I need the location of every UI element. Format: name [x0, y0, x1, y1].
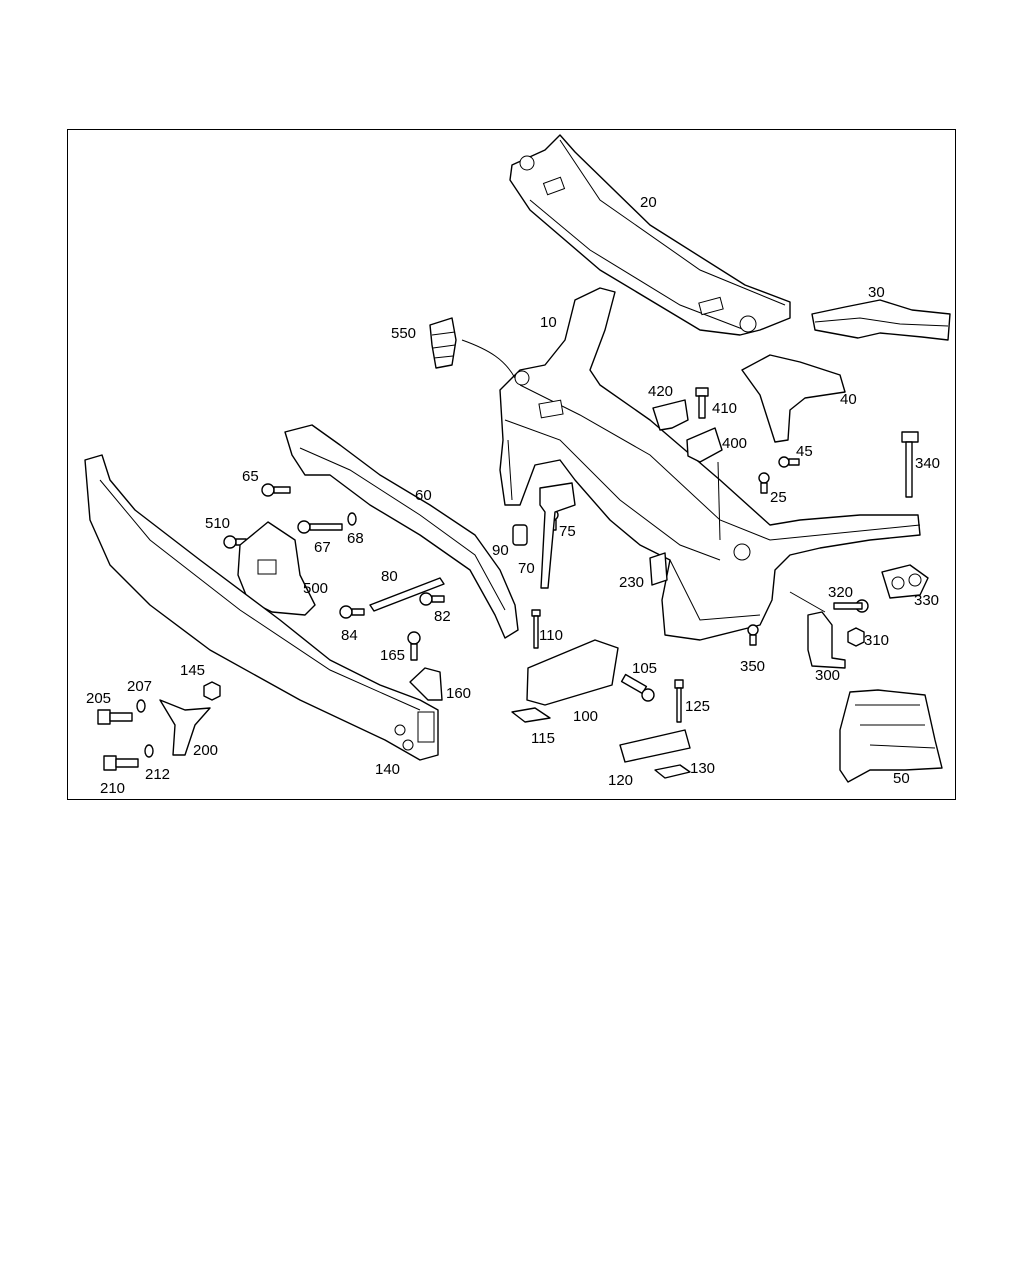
- part-230-clip: [649, 552, 668, 586]
- part-550-bump-stop: [429, 317, 516, 379]
- label-80: 80: [381, 568, 398, 585]
- part-410-bolt: [695, 387, 709, 419]
- label-350: 350: [740, 658, 766, 675]
- part-420-clip: [652, 399, 689, 431]
- label-205: 205: [86, 690, 112, 707]
- label-115: 115: [531, 730, 555, 747]
- part-80-rod: [369, 577, 445, 612]
- part-160-bracket: [409, 667, 443, 701]
- part-50-bracket: [839, 689, 943, 783]
- part-510-bolt: [223, 535, 247, 549]
- part-400-mount: [686, 427, 723, 541]
- label-82: 82: [434, 608, 451, 625]
- label-45: 45: [796, 443, 813, 460]
- label-500: 500: [303, 580, 329, 597]
- part-205-bolt: [97, 709, 133, 725]
- part-320-bolt: [833, 599, 869, 613]
- label-400: 400: [722, 435, 748, 452]
- label-20: 20: [640, 194, 657, 211]
- label-300: 300: [815, 667, 841, 684]
- label-25: 25: [770, 489, 787, 506]
- part-125-bolt: [674, 679, 684, 723]
- part-212-washer: [144, 744, 154, 758]
- part-120-beam: [619, 729, 691, 763]
- label-65: 65: [242, 468, 259, 485]
- part-310-nut: [847, 627, 865, 647]
- label-130: 130: [690, 760, 716, 777]
- part-70-strut: [539, 482, 576, 589]
- part-82-nut: [419, 592, 445, 606]
- label-420: 420: [648, 383, 674, 400]
- label-207: 207: [127, 678, 153, 695]
- part-110-bolt: [531, 609, 541, 649]
- part-100-module: [526, 639, 619, 706]
- part-40-bracket: [741, 354, 846, 443]
- part-20-crossmember: [509, 134, 791, 336]
- part-210-bolt: [103, 755, 139, 771]
- label-110: 110: [539, 627, 563, 644]
- part-165-bolt: [407, 631, 421, 661]
- part-68-washer: [347, 512, 357, 526]
- label-230: 230: [619, 574, 645, 591]
- label-90: 90: [492, 542, 509, 559]
- label-100: 100: [573, 708, 599, 725]
- label-105: 105: [632, 660, 658, 677]
- part-65-bolt: [261, 483, 291, 497]
- diagram-frame: [67, 129, 956, 800]
- label-210: 210: [100, 780, 126, 797]
- part-207-washer: [136, 699, 146, 713]
- label-84: 84: [341, 627, 358, 644]
- label-410: 410: [712, 400, 738, 417]
- part-330-mount: [881, 564, 929, 599]
- part-140-bumper-beam: [84, 454, 439, 761]
- label-200: 200: [193, 742, 219, 759]
- label-165: 165: [380, 647, 406, 664]
- label-145: 145: [180, 662, 206, 679]
- label-120: 120: [608, 772, 634, 789]
- label-30: 30: [868, 284, 885, 301]
- part-145-nut: [203, 681, 221, 701]
- label-75: 75: [559, 523, 576, 540]
- label-70: 70: [518, 560, 535, 577]
- label-125: 125: [685, 698, 711, 715]
- part-10-front-carrier: [499, 287, 921, 641]
- label-212: 212: [145, 766, 171, 783]
- part-45-bolt: [778, 456, 800, 468]
- part-67-bolt: [297, 520, 343, 534]
- part-84-bolt: [339, 605, 365, 619]
- label-330: 330: [914, 592, 940, 609]
- label-140: 140: [375, 761, 401, 778]
- label-340: 340: [915, 455, 941, 472]
- part-25-bolt: [758, 472, 770, 494]
- part-500-bracket: [237, 521, 316, 616]
- part-340-long-bolt: [901, 431, 919, 498]
- part-115-plate: [511, 707, 551, 723]
- part-105-bolt: [620, 673, 655, 702]
- label-68: 68: [347, 530, 364, 547]
- label-50: 50: [893, 770, 910, 787]
- label-310: 310: [864, 632, 890, 649]
- part-90-bushing: [512, 524, 528, 546]
- label-60: 60: [415, 487, 432, 504]
- part-30-bracket: [811, 299, 951, 341]
- label-160: 160: [446, 685, 472, 702]
- part-60-carrier-upper: [284, 424, 519, 639]
- label-40: 40: [840, 391, 857, 408]
- label-10: 10: [540, 314, 557, 331]
- part-350-bolt: [747, 624, 759, 646]
- part-300-bracket: [789, 591, 846, 669]
- label-67: 67: [314, 539, 331, 556]
- label-550: 550: [391, 325, 417, 342]
- part-130-plate: [654, 764, 691, 779]
- label-510: 510: [205, 515, 231, 532]
- label-320: 320: [828, 584, 854, 601]
- part-200-bracket: [159, 699, 211, 756]
